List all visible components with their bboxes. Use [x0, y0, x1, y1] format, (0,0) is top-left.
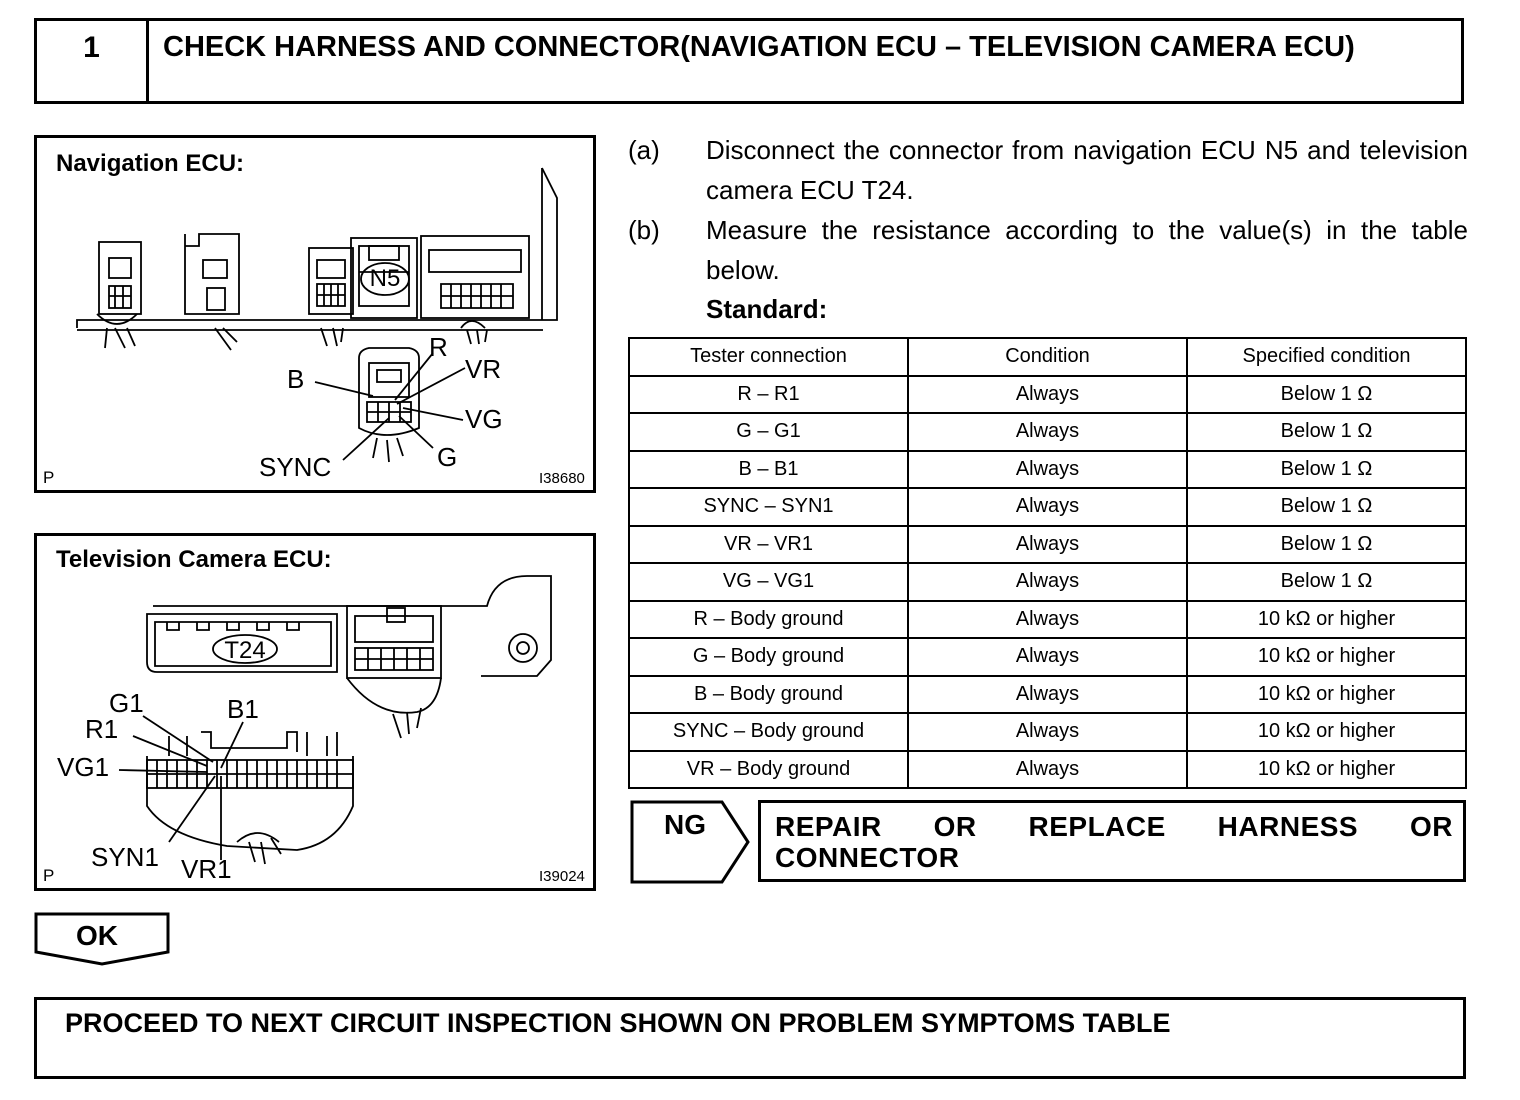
television-camera-ecu-illustration: T24 G1 B1 R1 VG1 SYN1 VR1 [57, 575, 552, 884]
navigation-ecu-figure: Navigation ECU: [34, 135, 596, 493]
pin-label-syn1: SYN1 [91, 842, 159, 872]
specified-condition-cell: Below 1 Ω [1186, 412, 1467, 452]
column-header: Specified condition [1186, 337, 1467, 377]
next-step-box: PROCEED TO NEXT CIRCUIT INSPECTION SHOWN… [34, 997, 1466, 1079]
tester-connection-cell: SYNC – Body ground [628, 712, 909, 752]
instruction-text: Measure the resistance according to the … [706, 215, 1468, 285]
pin-label-sync: SYNC [259, 452, 331, 482]
pin-label-vr: VR [465, 354, 501, 384]
ok-arrow-box [34, 912, 170, 966]
specified-condition-cell: 10 kΩ or higher [1186, 712, 1467, 752]
television-camera-ecu-figure: Television Camera ECU: [34, 533, 596, 891]
condition-cell: Always [907, 562, 1188, 602]
pin-label-vg: VG [465, 404, 503, 434]
pin-label-b1: B1 [227, 694, 259, 724]
condition-cell: Always [907, 487, 1188, 527]
tester-connection-cell: R – R1 [628, 374, 909, 414]
ng-action-text: REPAIR OR REPLACE HARNESS OR CONNECTOR [775, 811, 1453, 873]
condition-cell: Always [907, 449, 1188, 489]
instruction-text: Disconnect the connector from navigation… [706, 135, 1468, 205]
condition-cell: Always [907, 749, 1188, 789]
specified-condition-cell: 10 kΩ or higher [1186, 637, 1467, 677]
ng-label: NG [664, 809, 706, 840]
step-number: 1 [37, 21, 149, 101]
column-header: Condition [907, 337, 1188, 377]
specified-condition-cell: Below 1 Ω [1186, 374, 1467, 414]
tester-connection-cell: R – Body ground [628, 599, 909, 639]
pin-label-g: G [437, 442, 457, 472]
tester-connection-cell: VG – VG1 [628, 562, 909, 602]
tester-connection-cell: SYNC – SYN1 [628, 487, 909, 527]
tester-connection-cell: G – Body ground [628, 637, 909, 677]
pin-label-r1: R1 [85, 714, 118, 744]
specified-condition-cell: Below 1 Ω [1186, 449, 1467, 489]
figure-title: Navigation ECU: [56, 150, 245, 177]
figure-title: Television Camera ECU: [56, 546, 332, 573]
specified-condition-cell: 10 kΩ or higher [1186, 749, 1467, 789]
ng-action-box: REPAIR OR REPLACE HARNESS OR CONNECTOR [758, 800, 1466, 882]
column-header: Tester connection [628, 337, 909, 377]
condition-cell: Always [907, 637, 1188, 677]
specified-condition-cell: Below 1 Ω [1186, 487, 1467, 527]
figure-code: I38680 [539, 470, 585, 487]
tester-connection-cell: G – G1 [628, 412, 909, 452]
pin-label-r: R [429, 332, 448, 362]
instruction-letter: (b) [628, 215, 660, 245]
condition-cell: Always [907, 524, 1188, 564]
condition-cell: Always [907, 674, 1188, 714]
figure-code: I39024 [539, 868, 585, 885]
specified-condition-cell: 10 kΩ or higher [1186, 599, 1467, 639]
ng-arrow-box [630, 800, 750, 884]
specified-condition-cell: 10 kΩ or higher [1186, 674, 1467, 714]
instruction-b: (b) Measure the resistance according to … [628, 210, 1468, 290]
connector-id-t24: T24 [224, 637, 265, 664]
connector-id-n5: N5 [370, 265, 401, 292]
ok-label: OK [76, 920, 118, 951]
next-step-text: PROCEED TO NEXT CIRCUIT INSPECTION SHOWN… [65, 1008, 1171, 1038]
instruction-letter: (a) [628, 135, 660, 165]
condition-cell: Always [907, 412, 1188, 452]
tester-connection-cell: B – B1 [628, 449, 909, 489]
table-header-row: Tester connection Condition Specified co… [628, 337, 1467, 377]
tester-connection-cell: B – Body ground [628, 674, 909, 714]
condition-cell: Always [907, 712, 1188, 752]
pin-label-vr1: VR1 [181, 854, 232, 884]
instruction-a: (a) Disconnect the connector from naviga… [628, 130, 1468, 210]
specified-condition-cell: Below 1 Ω [1186, 524, 1467, 564]
step-title: CHECK HARNESS AND CONNECTOR(NAVIGATION E… [163, 31, 1355, 63]
condition-cell: Always [907, 599, 1188, 639]
pin-label-vg1: VG1 [57, 752, 109, 782]
condition-cell: Always [907, 374, 1188, 414]
tester-connection-cell: VR – Body ground [628, 749, 909, 789]
specified-condition-cell: Below 1 Ω [1186, 562, 1467, 602]
pin-label-b: B [287, 364, 304, 394]
specification-table: Tester connection Condition Specified co… [628, 337, 1467, 789]
pin-label-g1: G1 [109, 688, 144, 718]
navigation-ecu-illustration: N5 R B VR VG SYNC G [76, 167, 558, 482]
standard-label: Standard: [706, 294, 828, 324]
figure-corner-mark: P [43, 468, 55, 487]
step-header: 1 CHECK HARNESS AND CONNECTOR(NAVIGATION… [34, 18, 1464, 104]
tester-connection-cell: VR – VR1 [628, 524, 909, 564]
figure-corner-mark: P [43, 866, 55, 885]
